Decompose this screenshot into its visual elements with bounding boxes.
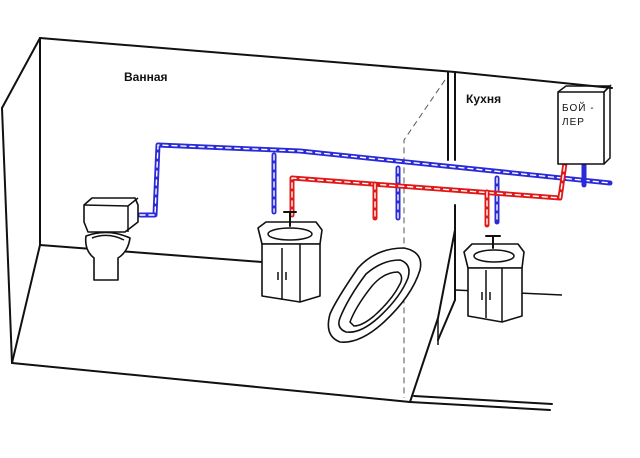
boiler-label-line2: ЛЕР (562, 117, 585, 128)
bathroom-label: Ванная (124, 70, 168, 84)
room-walls (1, 37, 613, 411)
hot-water-pipes (289, 160, 568, 228)
kitchen-label: Кухня (466, 92, 502, 106)
kitchen-sink-cabinet (463, 235, 525, 323)
toilet (83, 197, 139, 281)
boiler (557, 84, 612, 165)
cold-water-pipes (137, 142, 613, 225)
bathtub (327, 247, 422, 343)
bathroom-sink-cabinet (257, 211, 323, 303)
boiler-label-line1: БОЙ - (562, 103, 595, 114)
